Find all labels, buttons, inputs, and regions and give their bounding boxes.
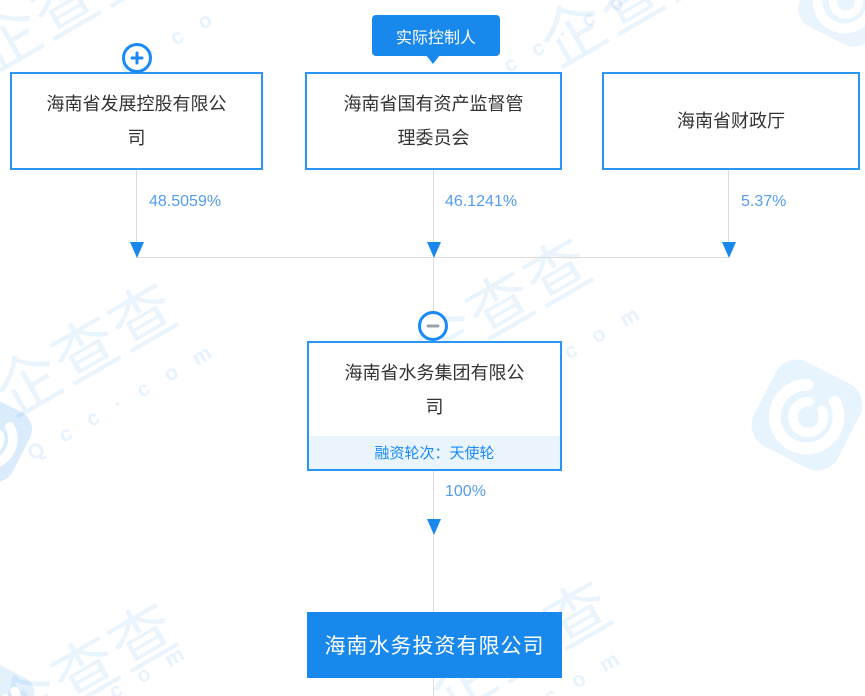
connector-line-right	[728, 169, 729, 244]
watermark-domain-text: c o m	[105, 639, 195, 696]
connector-line-below-company	[433, 678, 434, 696]
shareholder-name: 海南省财政厅	[677, 111, 785, 131]
plus-bar	[135, 51, 139, 65]
watermark-domain-text: c o m	[560, 299, 650, 364]
node-shareholder-2[interactable]: 海南省国有资产监督管理委员会	[305, 72, 562, 170]
watermark-domain-text: Q c c · c o m	[23, 337, 222, 466]
arrowhead-center	[427, 242, 441, 258]
connector-line-to-group	[433, 258, 434, 342]
percent-label-ownership: 100%	[445, 483, 486, 500]
qcc-logo-watermark	[777, 0, 865, 68]
shareholder-name: 海南省国有资产监督管理委员会	[343, 94, 524, 148]
qcc-logo-watermark	[726, 334, 865, 495]
watermark-brand-text: 企查查	[0, 269, 191, 432]
collapse-minus-icon[interactable]	[418, 311, 448, 341]
node-shareholder-3[interactable]: 海南省财政厅	[602, 72, 860, 170]
node-shareholder-1[interactable]: 海南省发展控股有限公司	[10, 72, 263, 170]
node-group-company[interactable]: 海南省水务集团有限公司 融资轮次：天使轮	[307, 341, 562, 471]
minus-bar	[426, 324, 440, 328]
badge-pointer	[426, 55, 440, 64]
expand-plus-icon[interactable]	[122, 43, 152, 73]
actual-controller-badge: 实际控制人	[372, 15, 500, 56]
qcc-logo-watermark	[0, 642, 53, 696]
qcc-logo-watermark	[0, 373, 52, 503]
arrowhead-ownership	[427, 519, 441, 535]
connector-line-left	[136, 169, 137, 244]
financing-round-tag: 融资轮次：天使轮	[309, 436, 560, 469]
arrowhead-left	[130, 242, 144, 258]
group-company-name: 海南省水务集团有限公司	[344, 362, 525, 417]
percent-label-shareholder-2: 46.1241%	[445, 193, 518, 210]
connector-line-group-to-company	[433, 471, 434, 612]
percent-label-shareholder-1: 48.5059%	[149, 193, 222, 210]
arrowhead-right	[722, 242, 736, 258]
percent-label-shareholder-3: 5.37%	[741, 193, 787, 210]
target-company-name: 海南水务投资有限公司	[324, 635, 545, 658]
connector-line-center	[433, 169, 434, 244]
node-target-company[interactable]: 海南水务投资有限公司	[307, 612, 562, 678]
shareholder-name: 海南省发展控股有限公司	[46, 94, 227, 148]
watermark-brand-text: 企查查	[0, 589, 191, 696]
